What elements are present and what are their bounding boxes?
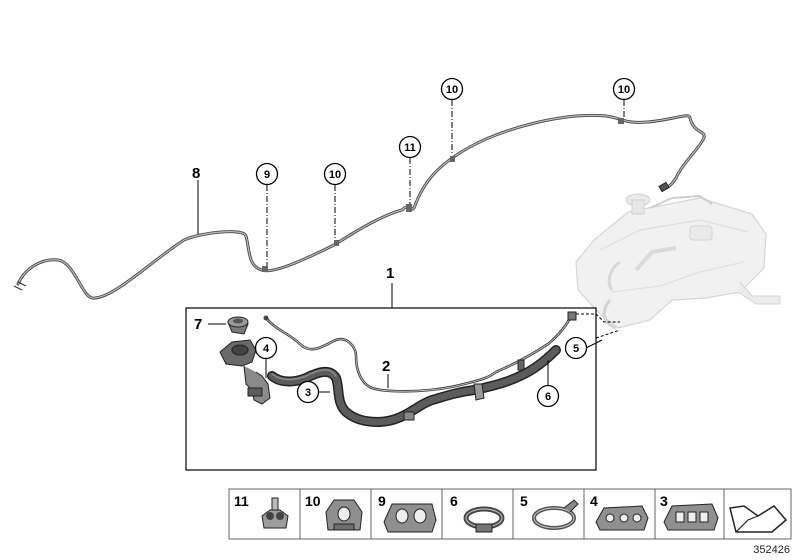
triple-clip-icon <box>595 505 649 531</box>
tank-connector-dashes <box>576 313 621 339</box>
assembly-frame <box>185 307 597 471</box>
figure-id: 352426 <box>753 544 790 556</box>
callout-leaders <box>266 100 625 266</box>
callout-10-a[interactable]: 10 <box>323 162 347 186</box>
svg-text:10: 10 <box>329 169 341 181</box>
svg-text:10: 10 <box>618 84 630 96</box>
fuel-main-line <box>13 113 706 300</box>
legend-item-4[interactable]: 4 <box>590 493 649 531</box>
fuel-cap <box>227 316 249 335</box>
svg-text:4: 4 <box>263 343 270 355</box>
label-cap: 7 <box>194 316 202 333</box>
label-feed-pipe: 2 <box>382 358 390 375</box>
legend-item-3[interactable]: 3 <box>660 493 719 531</box>
callout-6[interactable]: 6 <box>536 384 560 408</box>
svg-text:5: 5 <box>573 343 579 355</box>
label-main-line: 8 <box>192 165 200 182</box>
svg-text:3: 3 <box>305 387 311 399</box>
twin-pipe-holder-icon <box>383 503 437 533</box>
leader-line-5 <box>585 339 603 349</box>
svg-text:4: 4 <box>590 493 598 509</box>
callout-4[interactable]: 4 <box>254 336 278 360</box>
legend-item-10[interactable]: 10 <box>305 493 363 531</box>
callout-3[interactable]: 3 <box>296 380 320 404</box>
svg-text:10: 10 <box>446 84 458 96</box>
main-filler-hose <box>267 345 561 427</box>
svg-text:5: 5 <box>520 493 528 509</box>
feed-pipe <box>263 311 577 393</box>
callout-11[interactable]: 11 <box>398 135 422 159</box>
filler-valve-body <box>219 339 271 405</box>
single-pipe-holder-icon <box>325 499 363 531</box>
legend-item-6[interactable]: 6 <box>450 493 505 533</box>
callout-10-c[interactable]: 10 <box>612 77 636 101</box>
svg-text:11: 11 <box>234 493 249 509</box>
svg-text:11: 11 <box>404 142 416 154</box>
svg-text:9: 9 <box>378 493 386 509</box>
arrow-icon[interactable] <box>729 505 788 533</box>
svg-text:10: 10 <box>305 493 321 509</box>
legend-item-5[interactable]: 5 <box>520 493 579 530</box>
fuel-tank <box>575 193 781 330</box>
callout-10-b[interactable]: 10 <box>440 77 464 101</box>
legend-item-11[interactable]: 11 <box>234 493 289 529</box>
svg-text:9: 9 <box>264 169 270 181</box>
hose-clamp-icon <box>463 506 505 533</box>
spring-clamp-icon <box>532 499 579 530</box>
legend-item-9[interactable]: 9 <box>378 493 437 533</box>
svg-text:3: 3 <box>660 493 668 509</box>
callout-9[interactable]: 9 <box>255 162 279 186</box>
quad-clip-icon <box>663 503 719 531</box>
label-assembly: 1 <box>386 265 394 282</box>
double-pipe-clip-icon <box>261 497 289 529</box>
svg-text:6: 6 <box>545 391 551 403</box>
svg-text:6: 6 <box>450 493 458 509</box>
callout-5[interactable]: 5 <box>564 336 588 360</box>
